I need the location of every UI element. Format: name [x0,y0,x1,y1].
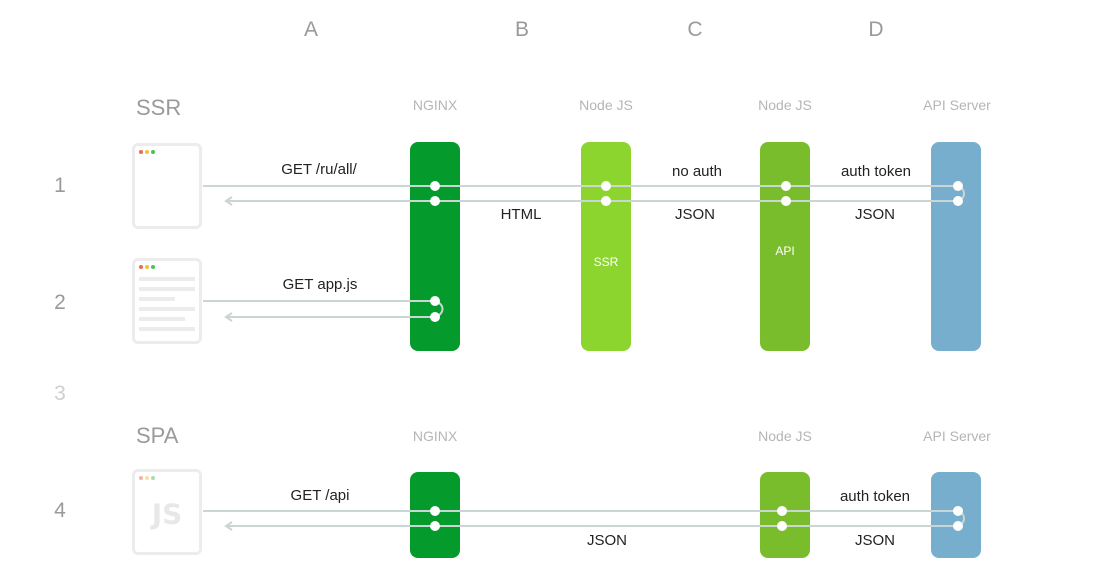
spa-section-title: SPA [136,423,179,448]
ssr-section-title: SSR [136,95,182,120]
ssr-node-ssr-label: Node JS [579,97,633,113]
dot [953,506,963,516]
spa-api-server-label: API Server [923,428,991,444]
row4-arrowhead [224,521,233,531]
dot [781,181,791,191]
row1-json-d-label: JSON [854,206,896,223]
ssr-client-browser-1 [132,143,202,229]
dot [430,312,440,322]
dot [953,181,963,191]
column-b-label: B [514,18,530,41]
page-content-icon [139,265,195,331]
ssr-node-api-label: Node JS [758,97,812,113]
dot [430,296,440,306]
row1-auth-token-label: auth token [840,163,912,180]
row2-arrowhead [224,312,233,322]
row-4-label: 4 [54,499,66,522]
row-2-label: 2 [54,291,66,314]
dot [601,181,611,191]
window-dots-icon [139,150,155,154]
dot [953,521,963,531]
ssr-node-ssr-box: SSR [581,142,631,351]
dot [953,196,963,206]
row-1-label: 1 [54,174,66,197]
row-3-label: 3 [54,382,66,405]
row4-json-label: JSON [586,532,628,549]
dot [777,521,787,531]
dot [430,196,440,206]
row1-html-label: HTML [500,206,542,223]
dot [430,181,440,191]
dot [430,521,440,531]
column-c-label: C [687,18,703,41]
row1-request-label: GET /ru/all/ [281,161,357,178]
ssr-api-server-box [931,142,981,351]
ssr-nginx-label: NGINX [412,97,458,113]
api-box-label: API [775,244,795,258]
spa-nginx-label: NGINX [412,428,458,444]
dot [781,196,791,206]
row2-request-label: GET app.js [282,276,358,293]
row4-json-d-label: JSON [854,532,896,549]
row4-auth-token-label: auth token [839,488,911,505]
spa-node-label: Node JS [758,428,812,444]
ssr-box-label: SSR [593,255,619,269]
row1-no-auth-label: no auth [671,163,723,180]
window-dots-icon [139,476,155,480]
ssr-client-browser-2 [132,258,202,344]
row1-json-c-label: JSON [674,206,716,223]
ssr-api-server-label: API Server [923,97,991,113]
js-file-icon: JS [151,497,183,531]
dot [430,506,440,516]
row4-request-label: GET /api [290,487,350,504]
spa-client-browser: JS [132,469,202,555]
dot [601,196,611,206]
dot [777,506,787,516]
column-d-label: D [868,18,884,41]
column-a-label: A [303,18,319,41]
ssr-node-api-box: API [760,142,810,351]
row1-arrowhead [224,196,233,206]
